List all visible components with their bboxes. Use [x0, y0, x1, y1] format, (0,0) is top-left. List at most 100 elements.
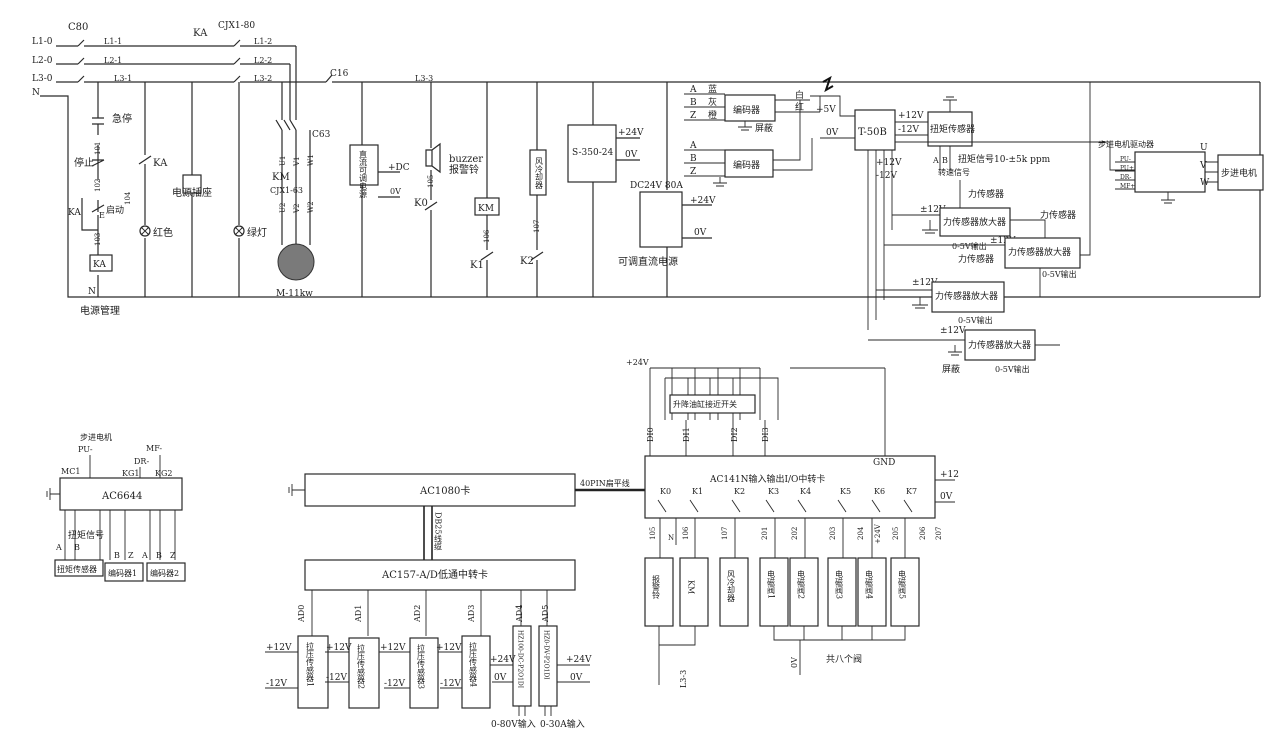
ac6644-pu: PU-: [78, 445, 93, 454]
relay-k-labels: K0 K1 K2 K3 K4 K5 K6 K7: [660, 487, 917, 496]
enc-white: 白: [795, 89, 804, 101]
cs-0v: 0V: [570, 673, 583, 683]
ac141n-p12: +12: [940, 470, 959, 480]
u1-label: U1: [279, 156, 287, 166]
output-devices: 报警铃 KM 风冷却器 电磁阀1 电磁阀2 电磁阀3 电磁阀4 电磁阀5: [644, 557, 920, 627]
ad4: AD4: [515, 605, 524, 623]
ac6644-b1: B: [74, 543, 80, 552]
di1: DI1: [682, 427, 691, 442]
force-pm12-4: ±12V: [940, 326, 966, 336]
stepper-driver-box: [1134, 151, 1206, 193]
n107: 107: [533, 220, 541, 233]
psu-section: S-350-24 +24V 0V DC24V 80A +24V 0V 可调直流电…: [567, 82, 716, 297]
t50b-b: B: [942, 156, 948, 165]
output-km: [679, 557, 709, 627]
l2-0-label: L2-0: [32, 56, 53, 66]
w1-label: W1: [307, 154, 315, 166]
ac141n-0v: 0V: [940, 492, 953, 502]
force-amp-2: [1004, 237, 1081, 269]
current-input-label: 0-30A输入: [540, 718, 585, 730]
w205: 205: [892, 527, 900, 540]
ac6644-kg1: KG1: [122, 469, 139, 478]
ac157-box: [304, 559, 576, 591]
red-lamp-label: 红色: [153, 226, 173, 239]
enc-a-color: 蓝: [708, 83, 717, 95]
force-amp-label-1: 力传感器放大器: [943, 216, 1006, 228]
enc-z: Z: [690, 111, 696, 121]
ac6644-sig: 扭矩信号: [68, 529, 104, 541]
voltage-sensor-label: HZ100-DC-P2O1DI: [517, 630, 524, 689]
force-amp-3: [931, 281, 1005, 313]
t50b-a: A: [932, 156, 939, 165]
ac157-label: AC157-A/D低通中转卡: [381, 568, 488, 581]
buzzer-label: buzzer: [449, 154, 483, 165]
di0: DI0: [646, 427, 655, 442]
w202: 202: [791, 527, 799, 540]
eight-valves-label: 共八个阀: [826, 654, 862, 665]
k5-terminal: K5: [840, 487, 851, 496]
output-0v: 0V: [790, 657, 799, 668]
n103: 103: [94, 233, 102, 246]
enc-b: B: [690, 98, 697, 108]
s1-p12: +12V: [266, 643, 292, 653]
ac6644-box: [59, 477, 183, 511]
proximity-switch-label: 升降油缸接近开关: [673, 399, 737, 409]
ac1080-section: AC1080卡 40PIN扁平线 DB25线缆: [288, 473, 645, 560]
enc-red: 红: [795, 101, 804, 113]
ad3: AD3: [467, 605, 476, 623]
dc24-0v: 0V: [694, 228, 707, 238]
encoder2-box: [724, 149, 774, 178]
adj-psu-0v: 0V: [390, 187, 401, 196]
current-sensor: [538, 625, 558, 707]
force-out-3: 0-5V输出: [958, 315, 993, 325]
dc24-24v: +24V: [690, 196, 716, 206]
n-bottom-label: N: [88, 287, 96, 297]
start-label: 启动: [106, 204, 124, 216]
w-p24: +24V: [874, 523, 882, 544]
l2-1-label: L2-1: [104, 56, 122, 65]
w201: 201: [761, 527, 769, 540]
force-sensor-section: 力传感器 ±12V 力传感器放大器 0-5V输出 力传感器 ±12V 力传感器放…: [868, 82, 1091, 375]
encoder2-label: 编码器: [733, 159, 760, 171]
s3-m12: -12V: [384, 679, 405, 689]
ac6644-dr: DR-: [134, 457, 149, 466]
pressure-sensor-2: [348, 637, 380, 709]
encoder1-label: 编码器: [733, 104, 760, 116]
stepper-motor-box: [1217, 154, 1264, 191]
enc-b-color: 灰: [708, 96, 717, 108]
t50b-p12: +12V: [898, 111, 924, 121]
ka-coil: [89, 254, 113, 272]
k4-terminal: K4: [800, 487, 811, 496]
ac6644-a3: A: [141, 551, 148, 560]
enc-shield: 屏蔽: [755, 122, 773, 134]
stepper-driver-title: 步进电机驱动器: [1098, 139, 1154, 149]
force-out-4: 0-5V输出: [995, 364, 1030, 374]
ac6644-mc1: MC1: [61, 467, 80, 476]
dc24-box: [639, 191, 683, 248]
force-pm12-1: ±12V: [920, 205, 946, 215]
enc2-z: Z: [690, 167, 696, 177]
l3-2-label: L3-2: [254, 74, 272, 83]
output-valve3-label: 电磁阀3: [835, 569, 844, 599]
output-valve2: [789, 557, 819, 627]
stepper-motor-label: 步进电机: [1221, 167, 1257, 179]
ac6644-title: 步进电机: [80, 432, 112, 442]
w206: 206: [919, 526, 927, 540]
switch-label-bg: [669, 394, 756, 414]
ac6644-enc1-label: 编码器1: [108, 568, 137, 578]
pressure-sensor-3: [409, 637, 439, 709]
contactor-label: KA: [193, 28, 208, 39]
socket-icon: [182, 174, 202, 194]
ac6644-b3: B: [156, 551, 162, 560]
output-valve2-label: 电磁阀2: [797, 569, 806, 599]
k2-label: K2: [520, 256, 534, 267]
ac1080-box: [304, 473, 576, 507]
force-pm12-2: ±12V: [990, 236, 1016, 246]
ad5: AD5: [541, 605, 550, 623]
k2-terminal: K2: [734, 487, 745, 496]
output-alarm-label: 报警铃: [652, 574, 661, 600]
ka-coil-label: KA: [93, 260, 106, 270]
t50b-section: T-50B +12V -12V 扭矩传感器 A B 扭矩信号10-±5k ppm…: [854, 96, 1150, 330]
ac6644-torque-box: [54, 559, 104, 577]
